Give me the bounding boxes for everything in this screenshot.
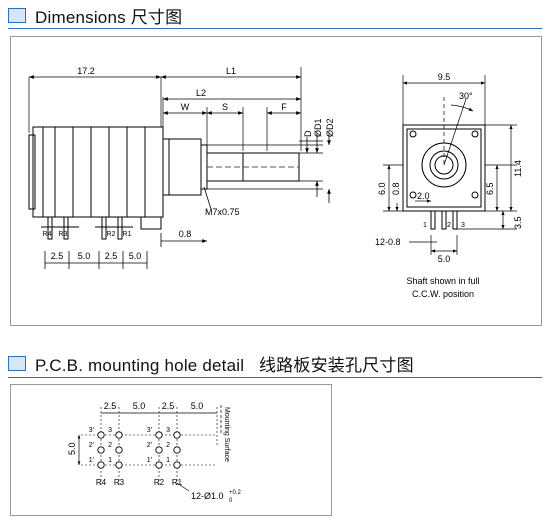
- pin-spacing-1: 2.5: [51, 251, 64, 261]
- side-h-6-0: 6.0: [377, 182, 387, 195]
- side-h-6-5: 6.5: [485, 182, 495, 195]
- side-pin-3: 3: [461, 222, 465, 229]
- pcb-rule: [8, 377, 542, 378]
- pin-label-r3: R3: [59, 231, 68, 238]
- pcb-label-3p-left: 3': [89, 427, 94, 434]
- pcb-label-3-left: 3: [108, 427, 112, 434]
- pcb-bottom-r3: R3: [114, 478, 125, 487]
- pcb-label-2p-right: 2': [147, 442, 152, 449]
- pcb-hole-spec: 12-Ø1.0: [191, 491, 224, 501]
- dimensions-panel: 17.2 L1 L2 W S F D ØD1 ØD2 M7x0.75 0.8 R…: [10, 36, 542, 326]
- front-dimension-lines: [28, 75, 331, 269]
- side-pins: [430, 210, 458, 230]
- pcb-spacing-1: 2.5: [104, 401, 117, 411]
- note-line-2: C.C.W. position: [412, 289, 474, 299]
- dim-D: D: [303, 130, 313, 137]
- pcb-spacing-2: 5.0: [133, 401, 146, 411]
- side-h-3-5: 3.5: [513, 216, 523, 229]
- pcb-label-2p-left: 2': [89, 442, 94, 449]
- dim-W: W: [181, 102, 190, 112]
- pcb-label-1p-left: 1': [89, 457, 94, 464]
- pcb-vertical-5-0: 5.0: [67, 442, 77, 455]
- side-pin-2: 2: [447, 222, 451, 229]
- pcb-bottom-r2: R2: [154, 478, 165, 487]
- pcb-spacing-3: 2.5: [162, 401, 175, 411]
- pcb-tol-minus: 0: [229, 498, 233, 504]
- side-pins-width: 12-0.8: [375, 237, 401, 247]
- dim-OD1: ØD1: [313, 118, 323, 137]
- pcb-tol-plus: +0.2: [229, 490, 242, 496]
- pcb-panel: 2.5 5.0 2.5 5.0 3' 2' 1' 3 2 1 3' 2' 1' …: [10, 384, 332, 516]
- pot-body: [32, 126, 164, 218]
- dim-thread: M7x0.75: [205, 207, 240, 217]
- side-body: [402, 124, 486, 212]
- pcb-label-1p-right: 1': [147, 457, 152, 464]
- dim-F: F: [281, 102, 287, 112]
- dim-OD2: ØD2: [325, 118, 335, 137]
- pcb-guides: [81, 407, 218, 485]
- pcb-label-3-right: 3: [166, 427, 170, 434]
- front-pins: [41, 216, 133, 240]
- pcb-title: P.C.B. mounting hole detail 线路板安装孔尺寸图: [35, 355, 414, 375]
- side-pin-span: 5.0: [438, 254, 451, 264]
- dimensions-rule: [8, 28, 542, 29]
- dim-bushing-length: 0.8: [179, 229, 192, 239]
- pcb-label-3p-right: 3': [147, 427, 152, 434]
- side-h-11-4: 11.4: [513, 160, 523, 177]
- dim-L1: L1: [226, 66, 236, 76]
- pcb-drawing: 2.5 5.0 2.5 5.0 3' 2' 1' 3 2 1 3' 2' 1' …: [67, 401, 242, 504]
- pin-label-r4: R4: [43, 231, 52, 238]
- pin-label-r1: R1: [123, 231, 132, 238]
- dim-overall-length: 17.2: [77, 66, 95, 76]
- dimensions-header: Dimensions 尺寸图: [8, 4, 183, 27]
- pcb-header: P.C.B. mounting hole detail 线路板安装孔尺寸图: [8, 352, 414, 375]
- section-marker-icon: [8, 355, 26, 371]
- pcb-label-2-left: 2: [108, 442, 112, 449]
- side-h-0-8: 0.8: [391, 182, 401, 195]
- dim-L2: L2: [196, 88, 206, 98]
- side-view: [402, 97, 486, 230]
- dim-S: S: [222, 102, 228, 112]
- pcb-spacing-4: 5.0: [191, 401, 204, 411]
- pin-spacing-2: 5.0: [78, 251, 91, 261]
- side-dimension-lines: [383, 75, 517, 255]
- side-angle: 30°: [459, 91, 473, 101]
- pcb-label-1-right: 1: [166, 457, 170, 464]
- side-h-2-0: 2.0: [417, 191, 430, 201]
- pin-spacing-4: 5.0: [129, 251, 142, 261]
- side-width: 9.5: [438, 72, 451, 82]
- pin-label-r2: R2: [107, 231, 116, 238]
- section-marker-icon: [8, 7, 26, 23]
- pcb-holes: [97, 431, 181, 469]
- pcb-bottom-r1: R1: [172, 478, 183, 487]
- pcb-mounting-surface: Mounting Surface: [223, 407, 230, 462]
- dimension-drawing: 17.2 L1 L2 W S F D ØD1 ØD2 M7x0.75 0.8 R…: [28, 66, 523, 299]
- pin-spacing-3: 2.5: [105, 251, 118, 261]
- note-line-1: Shaft shown in full: [406, 276, 479, 286]
- side-pin-1: 1: [423, 222, 427, 229]
- front-extension-lines: [28, 67, 323, 190]
- dimensions-title: Dimensions 尺寸图: [35, 7, 183, 27]
- pcb-bottom-r4: R4: [96, 478, 107, 487]
- pcb-label-2-right: 2: [166, 442, 170, 449]
- pcb-label-1-left: 1: [108, 457, 112, 464]
- front-view: [28, 126, 300, 240]
